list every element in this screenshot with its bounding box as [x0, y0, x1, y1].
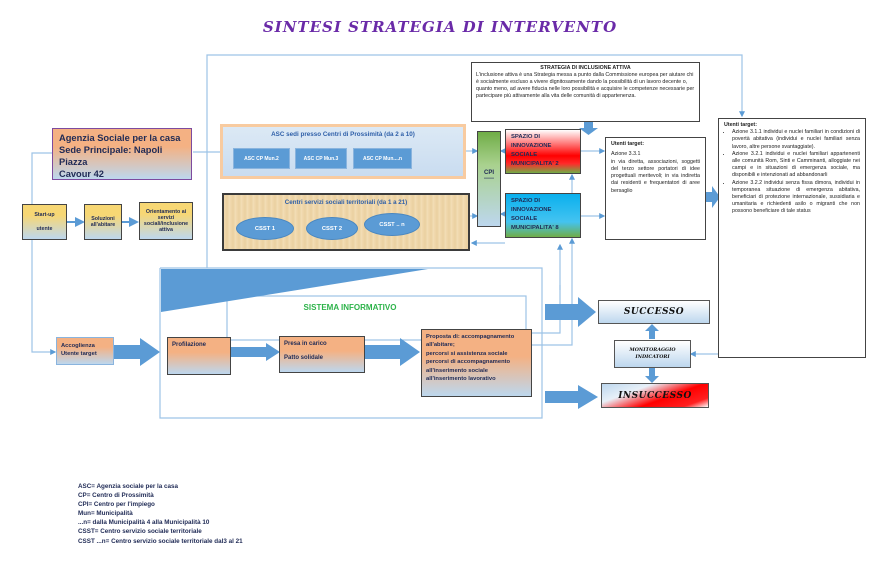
azione-311-item: Azione 3.1.1 individui e nuclei familiar…: [732, 129, 860, 151]
connector-proposta-right1: [532, 285, 561, 334]
soluzioni-abitare-box: Soluzioni all'abitare: [84, 204, 122, 240]
orientamento-servizi-box: Orientamento ai servizi sociali/inclusio…: [139, 202, 193, 240]
cpi-box: CPI -----: [477, 131, 501, 227]
utenti-target-azione-331: Utenti target: Azione 3.3.1 in via diret…: [605, 137, 706, 240]
sistema-informativo-label: SISTEMA INFORMATIVO: [303, 303, 397, 312]
proposta-line4: all'inserimento lavorativo: [426, 376, 496, 383]
spazio-municipalita-2: SPAZIO DI INNOVAZIONE SOCIALE MUNICIPALI…: [505, 129, 581, 174]
asc-cp-mun-n: ASC CP Mun....n: [353, 148, 412, 169]
startup-utente-box: Start-up utente: [22, 204, 67, 240]
legend-item: CSST= Centro servizio sociale territoria…: [78, 528, 202, 536]
arrow-monit-successo: [645, 324, 659, 339]
legend: ASC= Agenzia sociale per la casa CP= Cen…: [78, 482, 243, 546]
presa-line1: Presa in carico: [284, 341, 327, 347]
arrow-profilazione-presa: [231, 343, 280, 361]
monitoraggio-indicatori-box: MONITORAGGIO INDICATORI: [614, 340, 691, 368]
legend-item: Mun= Municipalità: [78, 510, 133, 518]
azione-321-item: Azione 3.2.1 individui e nuclei familiar…: [732, 151, 860, 180]
arrow-accoglienza-profilazione: [114, 338, 160, 366]
spazio-municipalita-8: SPAZIO DI INNOVAZIONE SOCIALE MUNICIPALI…: [505, 193, 581, 238]
utenti-target-1-heading: Utenti target:: [611, 141, 644, 147]
presa-in-carico-box: Presa in carico Patto solidale: [279, 336, 365, 373]
agenzia-line1: Agenzia Sociale per la casa: [59, 133, 181, 143]
arrow-strategia-down: [579, 122, 598, 135]
proposta-box: Proposta di: accompagnamento all'abitare…: [421, 329, 532, 397]
startup-line1: Start-up: [34, 212, 55, 218]
page-title: SINTESI STRATEGIA DI INTERVENTO: [262, 18, 618, 36]
arrow-target-right: [706, 186, 720, 208]
successo-box: SUCCESSO: [598, 300, 710, 324]
legend-item: ASC= Agenzia sociale per la casa: [78, 483, 179, 490]
arrow-monit-insuccesso: [645, 368, 659, 383]
monitoraggio-line1: MONITORAGGIO: [629, 347, 676, 353]
cpi-label: CPI: [483, 170, 494, 176]
azione-322-item: Azione 3.2.2 individui senza fissa dimor…: [732, 180, 860, 216]
proposta-line3: percorsi di accompagnamento all'inserime…: [426, 359, 511, 374]
utenti-target-2-heading: Utenti target:: [724, 122, 757, 128]
csst-2-bubble: CSST 2: [306, 217, 358, 240]
legend-item: CP= Centro di Prossimità: [78, 492, 154, 500]
agenzia-line2: Sede Principale: Napoli Piazza: [59, 145, 163, 167]
asc-cp-mun-3: ASC CP Mun.3: [295, 148, 347, 169]
csst-1-bubble: CSST 1: [236, 217, 294, 240]
presa-line2: Patto solidale: [284, 355, 324, 361]
insuccesso-box: INSUCCESSO: [601, 383, 709, 408]
legend-item: CSST ...n= Centro servizio sociale terri…: [78, 537, 243, 545]
agenzia-line3: Cavour 42: [59, 169, 104, 179]
accoglienza-line1: Accoglienza: [61, 343, 95, 349]
asc-sedi-box: ASC sedi presso Centri di Prossimità (da…: [220, 124, 466, 179]
sistema-informativo-frame: [226, 295, 527, 341]
arrow-to-successo: [545, 297, 596, 327]
utenti-target-panel: Utenti target: Azione 3.1.1 individui e …: [718, 118, 866, 358]
centri-servizi-box: Centri servizi sociali territoriali (da …: [222, 193, 470, 251]
proposta-line1: Proposta di: accompagnamento all'abitare…: [426, 334, 515, 349]
strategia-text: L'inclusione attiva è una Strategia mess…: [476, 72, 695, 99]
connector-left: [22, 152, 52, 209]
startup-line2: utente: [36, 226, 53, 232]
strategia-inclusione-box: STRATEGIA DI INCLUSIONE ATTIVA L'inclusi…: [471, 62, 700, 122]
legend-item: CPI= Centro per l'impiego: [78, 501, 155, 509]
cpi-sub: -----: [484, 176, 494, 182]
strategia-heading: STRATEGIA DI INCLUSIONE ATTIVA: [540, 65, 631, 71]
arrow-to-insuccesso: [545, 385, 598, 409]
utenti-target-1-text: in via diretta, associazioni, soggetti d…: [611, 158, 700, 194]
profilazione-box: Profilazione: [167, 337, 231, 375]
asc-sedi-heading: ASC sedi presso Centri di Prossimità (da…: [271, 131, 415, 138]
monitoraggio-line2: INDICATORI: [635, 354, 670, 360]
sistema-outer-frame: [159, 267, 543, 419]
arrow-presa-proposta: [365, 338, 420, 366]
accoglienza-line2: Utente target: [61, 351, 97, 357]
connector-startup-to-accoglienza: [31, 240, 57, 355]
proposta-line2: percorsi si assistenza sociale: [426, 350, 508, 357]
centri-servizi-heading: Centri servizi sociali territoriali (da …: [284, 199, 408, 206]
agenzia-sociale-box: Agenzia Sociale per la casa Sede Princip…: [52, 128, 192, 180]
legend-item: ...n= dalla Municipalità 4 alla Municipa…: [78, 519, 210, 527]
csst-n-bubble: CSST .. n: [364, 213, 420, 236]
decorative-triangle: [161, 269, 428, 312]
accoglienza-box: Accoglienza Utente target: [56, 337, 114, 365]
utenti-target-1-azione: Azione 3.3.1: [611, 151, 641, 158]
asc-cp-mun-2: ASC CP Mun.2: [233, 148, 290, 169]
